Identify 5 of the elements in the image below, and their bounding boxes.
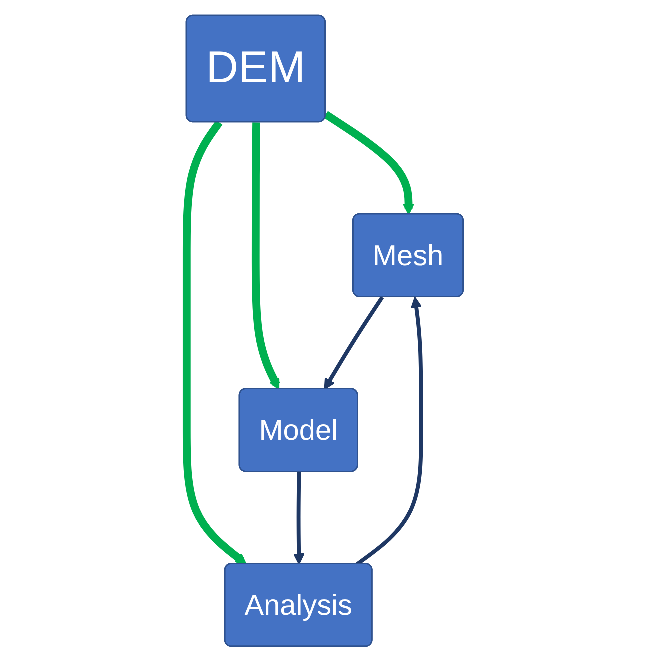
arrow xyxy=(252,122,280,390)
arrow xyxy=(324,296,384,390)
arrow xyxy=(293,472,305,565)
arrow xyxy=(356,296,424,566)
arrow xyxy=(324,111,415,216)
